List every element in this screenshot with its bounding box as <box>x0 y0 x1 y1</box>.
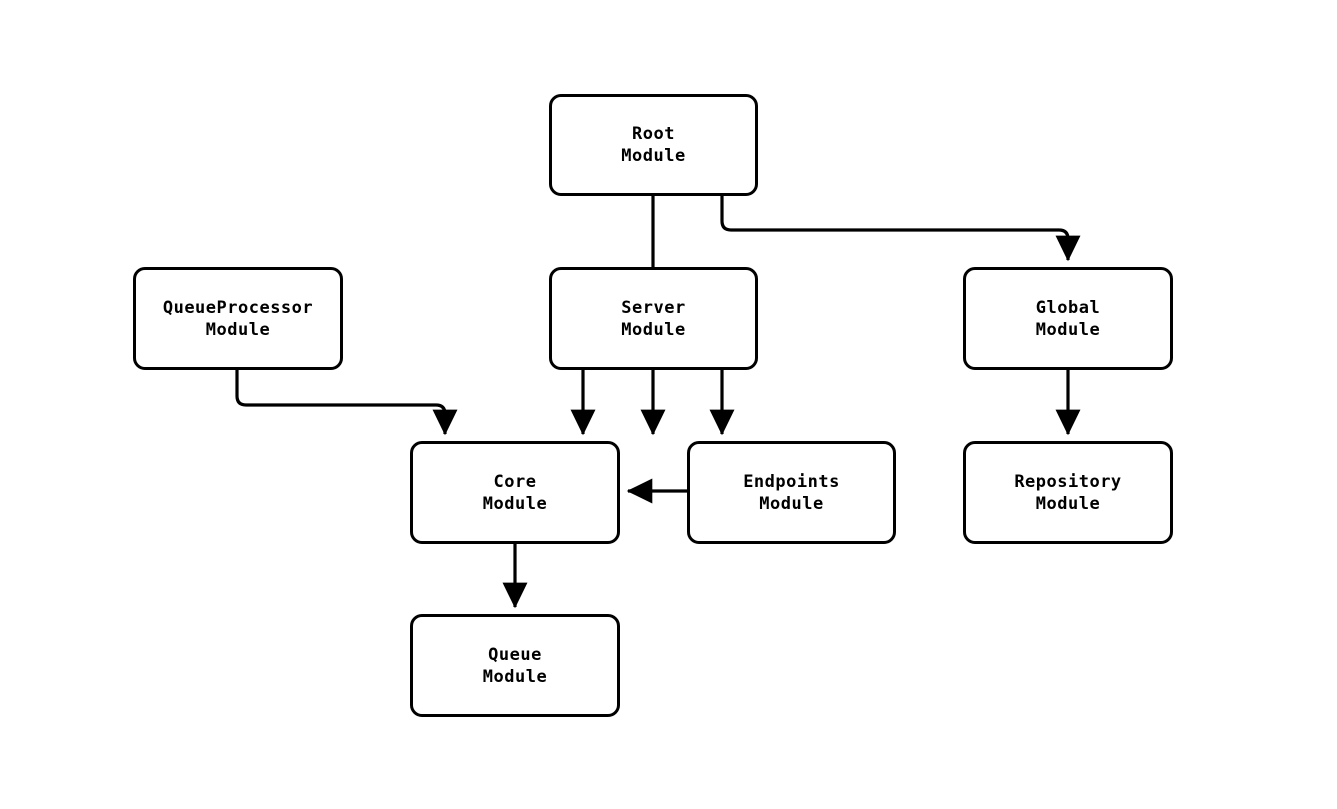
node-queue-module[interactable]: Queue Module <box>410 614 620 717</box>
node-queueprocessor-module-label-line2: Module <box>205 319 271 340</box>
node-repository-module[interactable]: Repository Module <box>963 441 1173 544</box>
node-server-module[interactable]: Server Module <box>549 267 758 370</box>
node-server-module-label-line1: Server <box>621 297 686 318</box>
node-repository-module-label-line2: Module <box>1035 493 1101 514</box>
node-queue-module-label-line1: Queue <box>488 644 542 665</box>
node-core-module[interactable]: Core Module <box>410 441 620 544</box>
node-root-module-label-line2: Module <box>621 146 686 166</box>
node-global-module-label-line1: Global <box>1035 297 1101 318</box>
node-root-module[interactable]: Root Module <box>549 94 758 196</box>
edge-queueprocessor-to-core <box>235 370 458 436</box>
node-queueprocessor-module-label-line1: QueueProcessor <box>162 297 314 318</box>
node-server-module-label-line2: Module <box>621 319 686 340</box>
node-endpoints-module-label-line1: Endpoints <box>743 471 840 492</box>
node-repository-module-label-line1: Repository <box>1014 471 1122 492</box>
node-core-module-label-line1: Core <box>493 471 537 492</box>
node-endpoints-module-label-line2: Module <box>759 493 824 514</box>
node-queue-module-label-line2: Module <box>482 666 548 687</box>
node-queueprocessor-module[interactable]: QueueProcessor Module <box>133 267 343 370</box>
node-core-module-label-line2: Module <box>482 493 548 514</box>
node-root-module-label-line1: Root <box>632 124 675 144</box>
node-endpoints-module[interactable]: Endpoints Module <box>687 441 896 544</box>
node-global-module[interactable]: Global Module <box>963 267 1173 370</box>
edge-root-to-global <box>720 196 1081 262</box>
node-global-module-label-line2: Module <box>1035 319 1101 340</box>
